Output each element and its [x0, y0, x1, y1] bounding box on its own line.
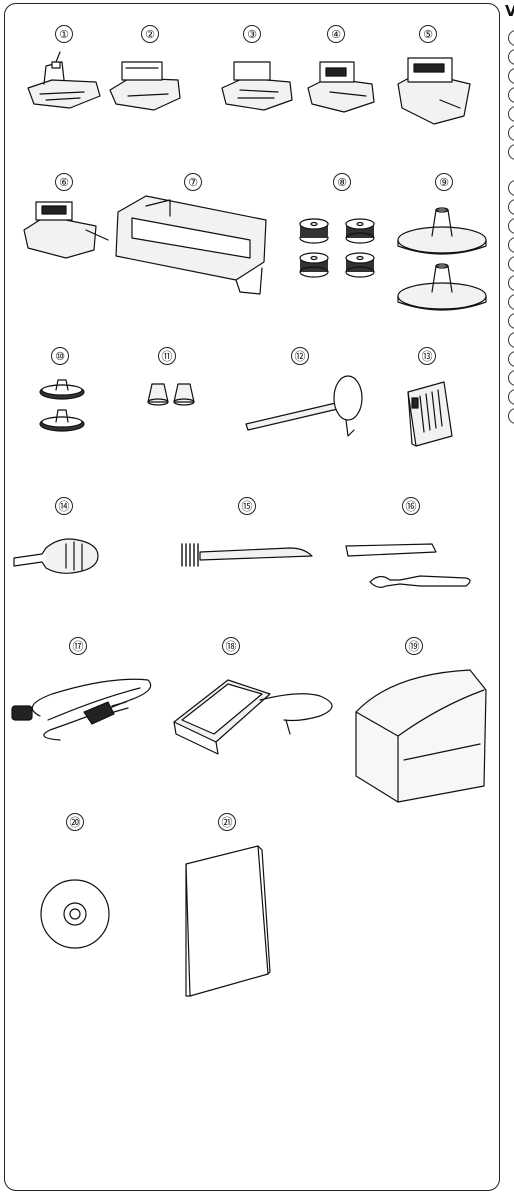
- adjacent-bullet: [508, 332, 514, 348]
- spool-holder-small-illustration: [40, 380, 84, 431]
- buttonhole-foot-illustration: [116, 196, 266, 294]
- adjacent-bullet: [508, 256, 514, 272]
- screwdriver-illustration: [14, 539, 98, 573]
- adjacent-bullet: [508, 408, 514, 424]
- adjacent-bullet: [508, 125, 514, 141]
- adjacent-bullet: [508, 106, 514, 122]
- adjacent-bullet: [508, 389, 514, 405]
- power-cord-illustration: [12, 679, 151, 740]
- adjacent-bullet: [508, 144, 514, 160]
- adjacent-bullet: [508, 87, 514, 103]
- adjacent-bullet: [508, 199, 514, 215]
- zipper-foot-illustration: [222, 62, 292, 110]
- spool-holder-large-illustration: [398, 208, 486, 310]
- seam-ripper-illustration: [346, 544, 470, 587]
- adjacent-bullet: [508, 180, 514, 196]
- adjacent-column-edge: V: [504, 0, 514, 1200]
- overedge-foot-illustration: [24, 202, 108, 258]
- lint-brush-illustration: [182, 544, 312, 566]
- adjacent-bullet: [508, 313, 514, 329]
- adjacent-bullet: [508, 30, 514, 46]
- blind-hem-foot-illustration: [398, 58, 470, 124]
- satin-stitch-foot-illustration: [110, 62, 180, 110]
- adjacent-bullet: [508, 49, 514, 65]
- adjacent-bullet: [508, 68, 514, 84]
- spool-pin-illustration: [246, 376, 362, 436]
- zigzag-foot-illustration: [28, 52, 100, 108]
- needle-set-illustration: [408, 382, 452, 446]
- spool-nets-illustration: [148, 384, 194, 405]
- foot-control-illustration: [174, 680, 332, 754]
- adjacent-bullet: [508, 275, 514, 291]
- adjacent-bullet: [508, 370, 514, 386]
- adjacent-bullet: [508, 294, 514, 310]
- bobbins-illustration: [300, 219, 374, 277]
- adjacent-bullet: [508, 218, 514, 234]
- adjacent-column-title-fragment: V: [505, 2, 514, 20]
- dust-cover-illustration: [356, 670, 486, 802]
- instruction-book-illustration: [186, 846, 270, 996]
- adjacent-bullet: [508, 351, 514, 367]
- rolled-hem-foot-illustration: [308, 62, 374, 112]
- instructional-dvd-illustration: [41, 880, 109, 948]
- adjacent-bullet: [508, 237, 514, 253]
